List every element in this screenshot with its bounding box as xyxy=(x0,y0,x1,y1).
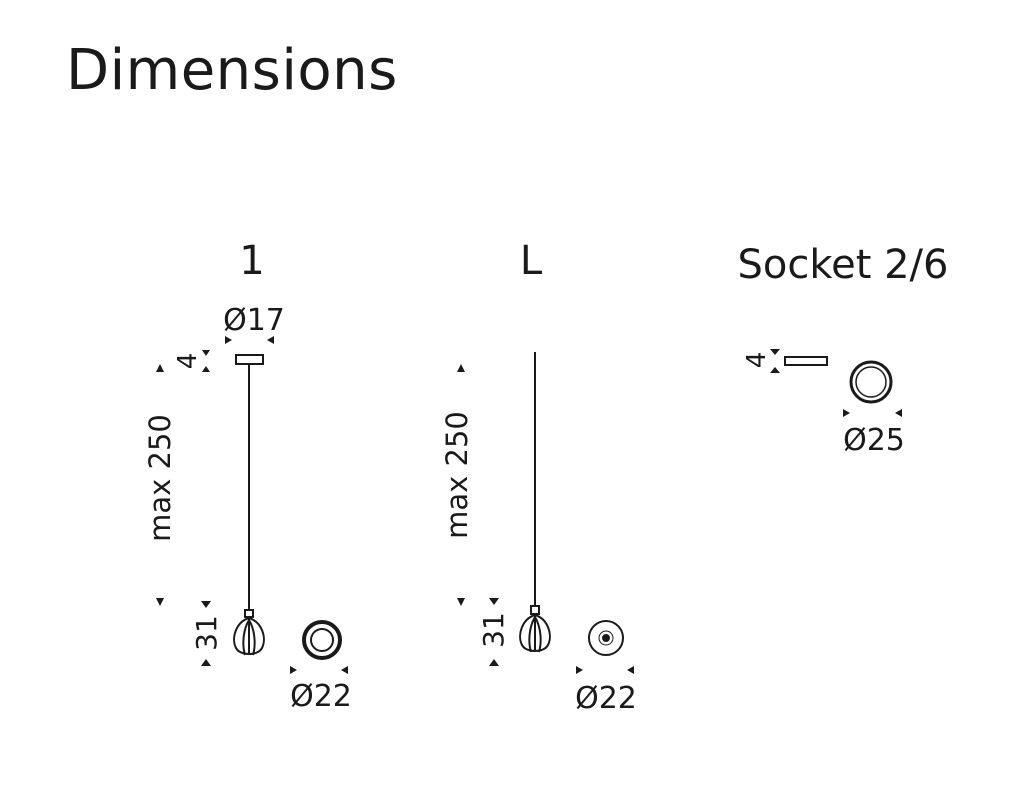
socket-heading: Socket 2/6 xyxy=(738,242,949,288)
drop-height-label: max 250 xyxy=(440,411,474,539)
socket-height-arrows xyxy=(770,349,780,373)
shade-height-label: 31 xyxy=(477,612,510,648)
shade-side-icon xyxy=(233,609,265,656)
canopy-height-label: 4 xyxy=(173,353,203,370)
socket-drawing: Socket 2/6 4 Ø25 xyxy=(738,242,949,458)
socket-height-label: 4 xyxy=(742,352,772,369)
canopy-diameter-arrows xyxy=(225,336,274,344)
shade-diameter-label: Ø22 xyxy=(575,681,637,716)
shade-height-label: 31 xyxy=(190,615,223,651)
variant-l-drawing: L max 250 31 Ø22 xyxy=(440,238,637,716)
variant-1-drawing: 1 Ø17 4 max 250 31 xyxy=(143,238,352,714)
shade-top-icon xyxy=(588,620,624,656)
socket-side-icon xyxy=(784,356,828,366)
shade-side-icon xyxy=(519,605,551,653)
shade-diameter-label: Ø22 xyxy=(290,679,352,714)
canopy-icon xyxy=(235,354,264,365)
shade-diameter-arrows xyxy=(290,666,348,674)
drop-height-label: max 250 xyxy=(143,414,177,542)
socket-diameter-label: Ø25 xyxy=(843,423,905,458)
shade-top-icon xyxy=(302,620,342,660)
variant-1-heading: 1 xyxy=(239,238,264,284)
socket-diameter-arrows xyxy=(843,409,902,417)
canopy-height-arrows xyxy=(202,350,210,372)
shade-diameter-arrows xyxy=(576,666,634,674)
variant-l-heading: L xyxy=(520,238,543,284)
page-title: Dimensions xyxy=(66,38,398,103)
socket-top-icon xyxy=(849,360,893,404)
canopy-diameter-label: Ø17 xyxy=(223,303,285,338)
